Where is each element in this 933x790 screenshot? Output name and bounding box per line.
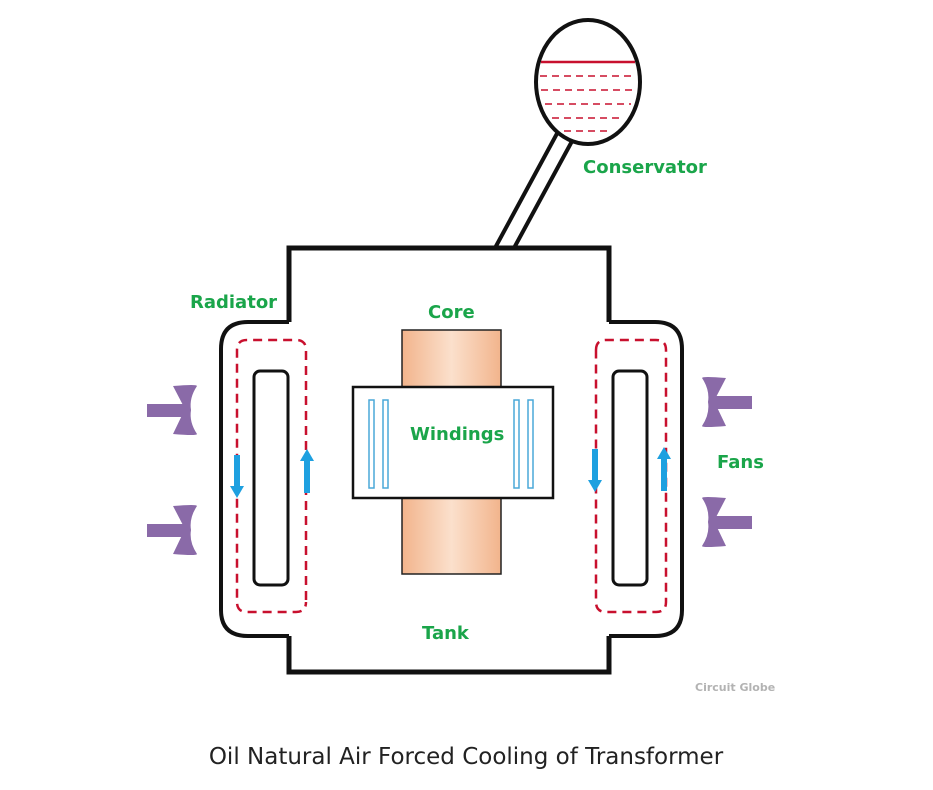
radiator-right [594,320,684,638]
arrow-down-icon [230,455,244,498]
arrow-up-icon [300,449,314,493]
fans-label: Fans [717,452,764,473]
fan-icon [702,377,752,427]
tank-label: Tank [422,623,470,644]
core-label: Core [428,302,475,323]
fan-icon [147,385,197,435]
conservator-label: Conservator [583,157,707,178]
watermark: Circuit Globe [695,681,775,694]
conservator-pipe [493,127,579,249]
windings [351,385,555,500]
conservator-tank [534,18,642,146]
arrow-up-icon [657,447,671,491]
radiator-left [219,320,308,638]
fan-icon [702,497,752,547]
windings-label: Windings [410,424,504,445]
tank-outline [286,245,612,675]
oil-flow-path-right [594,338,668,614]
diagram-caption: Oil Natural Air Forced Cooling of Transf… [209,744,724,770]
arrow-down-icon [588,449,602,492]
oil-flow-path-left [235,338,308,614]
radiator-label: Radiator [190,292,277,313]
fan-icon [147,505,197,555]
